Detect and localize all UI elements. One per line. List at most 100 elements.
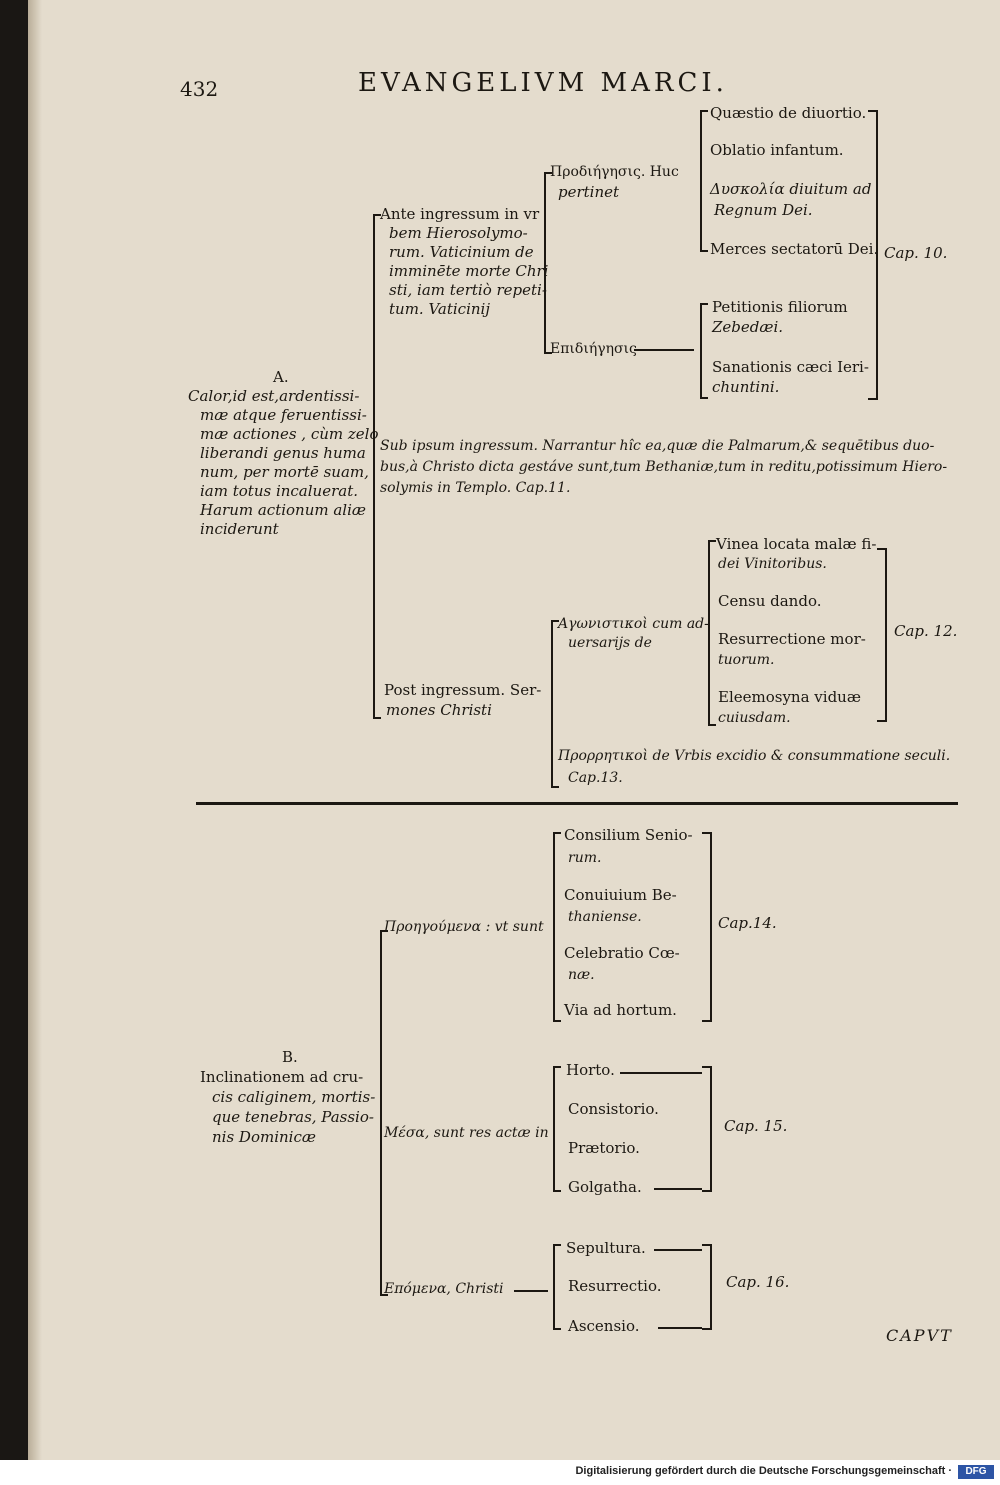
section-b-line: que tenebras, Passio- xyxy=(212,1108,374,1126)
bracket-bottom xyxy=(553,1190,561,1192)
leader-line xyxy=(514,1290,548,1292)
agonistikoi-line: uersarijs de xyxy=(568,635,652,651)
sub-ingressum-line: solymis in Templo. Cap.11. xyxy=(380,480,571,496)
section-a-line: Harum actionum aliæ xyxy=(200,501,366,519)
section-a-label: A. xyxy=(273,368,289,386)
sub-ingressum-line: Sub ipsum ingressum. Narrantur hîc ea,qu… xyxy=(380,438,935,454)
cap12-label: Cap. 12. xyxy=(894,622,958,640)
page-gutter-shadow xyxy=(28,0,42,1460)
leader-line xyxy=(658,1327,702,1329)
bracket-top xyxy=(708,540,716,542)
petitio-item: Sanationis cæci Ieri- xyxy=(712,358,869,376)
epidiegesis-label: Επιδιήγησις xyxy=(550,341,637,357)
mesa-label: Μέσα, sunt res actæ in xyxy=(384,1125,549,1141)
section-divider xyxy=(196,802,958,805)
cap14-item: Conuiuium Be- xyxy=(564,886,677,904)
bracket-cap10-items xyxy=(700,110,702,252)
cap14-item: thaniense. xyxy=(568,909,642,925)
leader-line xyxy=(634,349,694,351)
cap10-label: Cap. 10. xyxy=(884,244,948,262)
leader-line xyxy=(654,1188,702,1190)
prorrhetikoi-line: Cap.13. xyxy=(568,770,623,786)
section-a-line: inciderunt xyxy=(200,520,279,538)
cap12-item: tuorum. xyxy=(718,652,775,668)
bracket-ante xyxy=(544,172,546,354)
bracket-cap14-items xyxy=(553,832,555,1022)
bracket-cap16-items xyxy=(553,1244,555,1330)
petitio-item: Petitionis filiorum xyxy=(712,298,848,316)
cap10-item: Merces sectatorū Dei. xyxy=(710,240,879,258)
cap10-item: Oblatio infantum. xyxy=(710,141,844,159)
bracket-top xyxy=(553,1244,561,1246)
prodiegesis-line: Προδιήγησις. Huc xyxy=(550,164,679,180)
bracket-a xyxy=(373,214,375,719)
ante-line: rum. Vaticinium de xyxy=(389,243,534,261)
cap12-item: Censu dando. xyxy=(718,592,822,610)
cap12-item: Resurrectione mor- xyxy=(718,630,866,648)
bracket-bottom xyxy=(702,1328,712,1330)
bracket-cap16 xyxy=(710,1244,712,1330)
section-a-line: num, per mortē suam, xyxy=(200,463,369,481)
catchword: CAPVT xyxy=(886,1326,953,1345)
bracket-bottom xyxy=(700,397,708,399)
bracket-bottom xyxy=(708,724,716,726)
book-page: 432 EVANGELIVM MARCI. A. Calor,id est,ar… xyxy=(28,0,1000,1460)
cap15-item: Golgatha. xyxy=(568,1178,642,1196)
ante-line: imminēte morte Chri xyxy=(389,262,549,280)
bracket-cap12 xyxy=(885,548,887,722)
bracket-cap10 xyxy=(876,110,878,400)
cap14-item: Consilium Senio- xyxy=(564,826,693,844)
page-number: 432 xyxy=(180,77,219,101)
bracket-ante-bottom xyxy=(544,352,552,354)
bracket-top xyxy=(553,1066,561,1068)
leader-line xyxy=(654,1249,702,1251)
bracket-top xyxy=(551,620,559,622)
bracket-cap12-items xyxy=(708,540,710,726)
digitization-footer: Digitalisierung gefördert durch die Deut… xyxy=(0,1460,1000,1485)
post-line: Post ingressum. Ser- xyxy=(384,681,542,699)
cap12-item: Vinea locata malæ fi- xyxy=(716,535,877,553)
bracket-ante-top xyxy=(544,172,552,174)
bracket-top xyxy=(702,832,712,834)
bracket-post xyxy=(551,620,553,788)
prodiegesis-line: pertinet xyxy=(558,183,620,201)
epomena-label: Επόμενα, Christi xyxy=(384,1281,504,1297)
section-a-line: liberandi genus huma xyxy=(200,444,366,462)
dfg-logo: DFG xyxy=(958,1465,994,1479)
cap15-item: Consistorio. xyxy=(568,1100,659,1118)
leader-line xyxy=(620,1072,702,1074)
cap12-item: cuiusdam. xyxy=(718,710,791,726)
bracket-bottom xyxy=(380,1294,388,1296)
bracket-top xyxy=(700,110,708,112)
section-b-line: Inclinationem ad cru- xyxy=(200,1068,364,1086)
cap16-item: Resurrectio. xyxy=(568,1277,662,1295)
bracket-top xyxy=(700,303,708,305)
bracket-cap15-items xyxy=(553,1066,555,1192)
section-b-line: cis caliginem, mortis- xyxy=(212,1088,376,1106)
ante-line: bem Hierosolymo- xyxy=(389,224,528,242)
section-a-line: Calor,id est,ardentissi- xyxy=(188,387,360,405)
cap14-label: Cap.14. xyxy=(718,914,777,932)
cap14-item: Via ad hortum. xyxy=(564,1001,677,1019)
post-line: mones Christi xyxy=(386,701,492,719)
cap16-label: Cap. 16. xyxy=(726,1273,790,1291)
bracket-top xyxy=(702,1066,712,1068)
bracket-bottom xyxy=(553,1020,561,1022)
bracket-top xyxy=(380,930,388,932)
footer-credit: Digitalisierung gefördert durch die Deut… xyxy=(575,1465,952,1477)
section-a-line: mæ atque feruentissi- xyxy=(200,406,367,424)
bracket-top xyxy=(553,832,561,834)
petitio-item: chuntini. xyxy=(712,378,780,396)
bracket-cap14 xyxy=(710,832,712,1022)
cap10-item: Δυσκολία diuitum ad xyxy=(710,180,872,198)
bracket-bottom xyxy=(551,786,559,788)
cap10-item: Regnum Dei. xyxy=(714,201,813,219)
prorrhetikoi-line: Προρρητικοὶ de Vrbis excidio & consummat… xyxy=(558,748,951,764)
cap10-item: Quæstio de diuortio. xyxy=(710,104,867,122)
bracket-cap15 xyxy=(710,1066,712,1192)
cap14-item: næ. xyxy=(568,967,595,983)
bracket-b xyxy=(380,930,382,1296)
sub-ingressum-line: bus,à Christo dicta gestáve sunt,tum Bet… xyxy=(380,459,948,475)
bracket-petitio xyxy=(700,303,702,399)
cap12-item: Eleemosyna viduæ xyxy=(718,688,861,706)
